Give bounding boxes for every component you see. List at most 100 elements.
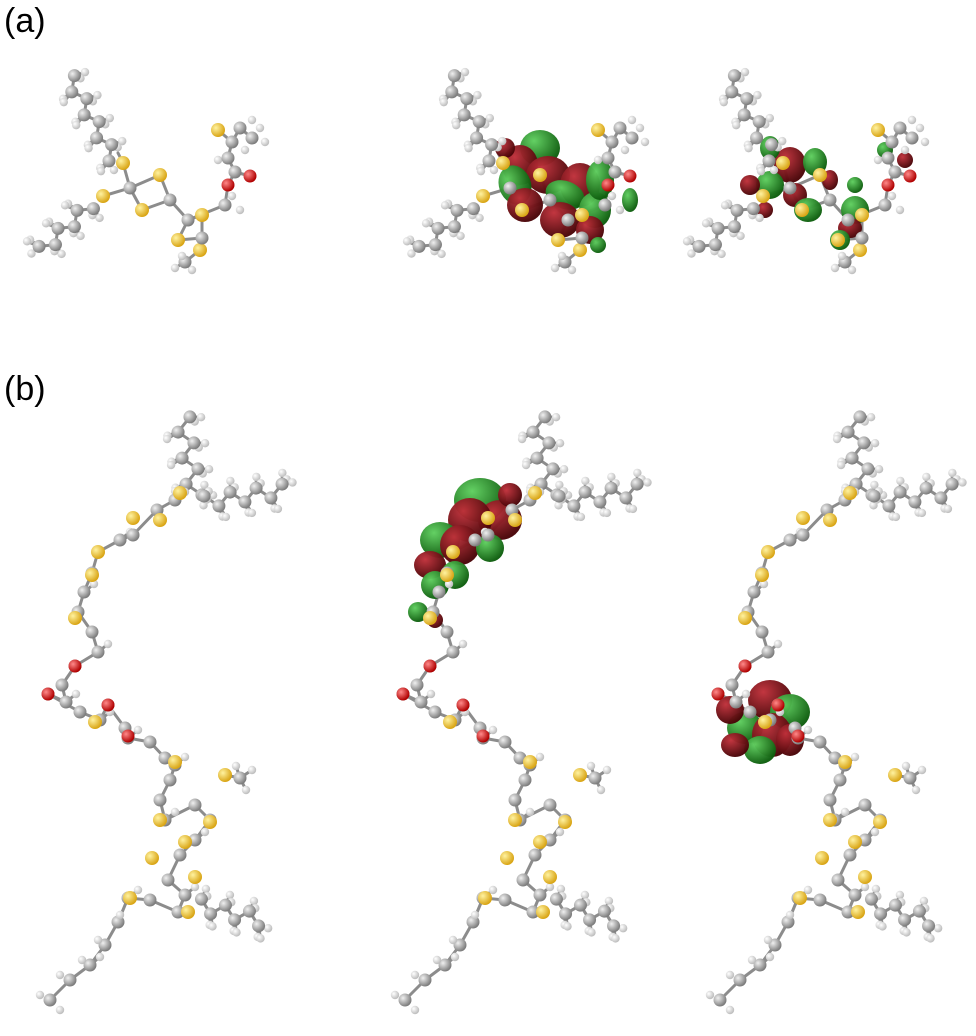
atom-hydrogen	[96, 166, 106, 176]
atom-carbon	[485, 138, 499, 152]
atom-hydrogen	[556, 884, 566, 894]
atom-carbon	[51, 221, 65, 235]
atom-hydrogen	[576, 512, 586, 522]
atom-carbon	[737, 108, 751, 122]
atom-hydrogen	[627, 115, 637, 125]
atom-carbon	[249, 481, 263, 495]
atom-hydrogen	[755, 213, 764, 223]
atom-carbon	[625, 131, 639, 145]
atom-carbon	[414, 695, 428, 709]
atom-carbon	[843, 848, 857, 862]
atom-sulfur	[843, 486, 857, 500]
atom-sulfur	[476, 189, 490, 203]
atom-oxygen	[456, 698, 470, 712]
atom-hydrogen	[840, 807, 850, 817]
atom-carbon	[864, 892, 878, 906]
atom-sulfur	[116, 156, 130, 170]
atom-sulfur	[181, 905, 195, 919]
atom-hydrogen	[109, 165, 119, 175]
atom-carbon	[919, 481, 933, 495]
atom-hydrogen	[717, 249, 726, 259]
atom-hydrogen	[221, 512, 231, 522]
atom-carbon	[598, 198, 612, 212]
atom-carbon	[855, 231, 869, 245]
atom-carbon	[567, 499, 581, 513]
atom-carbon	[867, 489, 881, 503]
atom-hydrogen	[611, 934, 620, 943]
atom-sulfur	[195, 208, 209, 222]
orbital-lobe-negative	[774, 147, 806, 183]
atom-hydrogen	[705, 990, 715, 1000]
atom-sulfur	[481, 511, 495, 525]
atom-carbon	[218, 898, 232, 912]
atom-hydrogen	[196, 413, 206, 422]
atom-carbon	[245, 131, 259, 145]
atom-sulfur	[756, 189, 770, 203]
atom-hydrogen	[850, 752, 860, 762]
atom-hydrogen	[180, 752, 190, 762]
atom-sulfur	[193, 243, 207, 257]
atom-carbon	[228, 165, 242, 179]
atom-carbon	[542, 436, 556, 450]
atom-hydrogen	[555, 480, 564, 490]
atom-hydrogen	[93, 90, 102, 100]
atom-carbon	[874, 907, 888, 921]
atom-carbon	[195, 231, 209, 245]
atom-carbon	[470, 131, 484, 145]
atom-carbon	[91, 645, 105, 659]
atom-carbon	[796, 528, 810, 542]
atom-oxygen	[771, 698, 785, 712]
atom-carbon	[945, 477, 959, 491]
atom-hydrogen	[785, 910, 795, 920]
atom-sulfur	[831, 233, 845, 247]
atom-hydrogen	[874, 465, 884, 474]
atom-carbon	[275, 477, 289, 491]
atom-hydrogen	[432, 955, 442, 965]
atom-carbon	[194, 892, 208, 906]
atom-hydrogen	[593, 155, 603, 165]
atom-hydrogen	[607, 191, 617, 201]
atom-hydrogen	[118, 136, 127, 146]
atom-carbon	[848, 888, 862, 902]
atom-carbon	[912, 904, 926, 918]
atom-hydrogen	[170, 807, 180, 817]
atom-hydrogen	[77, 955, 87, 965]
atom-sulfur	[573, 243, 587, 257]
atom-carbon	[752, 115, 766, 129]
atom-hydrogen	[464, 143, 473, 153]
atom-hydrogen	[741, 689, 751, 699]
atom-oxygen	[791, 729, 805, 743]
atom-hydrogen	[919, 896, 929, 906]
atom-carbon	[85, 625, 99, 639]
atom-carbon	[630, 477, 644, 491]
atom-hydrogen	[103, 639, 113, 649]
atom-hydrogen	[410, 970, 420, 980]
atom-hydrogen	[682, 237, 692, 246]
atom-oxygen	[243, 169, 257, 183]
atom-hydrogen	[76, 231, 85, 241]
atom-sulfur	[536, 905, 550, 919]
atom-hydrogen	[278, 468, 287, 478]
atom-sulfur	[823, 813, 837, 827]
atom-carbon	[55, 678, 69, 692]
atom-carbon	[221, 151, 235, 165]
atom-carbon	[813, 735, 827, 749]
orbital-lobe-positive	[847, 177, 863, 193]
atom-sulfur	[793, 891, 807, 905]
atom-carbon	[552, 489, 566, 503]
atom-carbon	[123, 181, 137, 195]
atom-hydrogen	[620, 145, 630, 155]
atom-sulfur	[838, 755, 852, 769]
atom-carbon	[908, 495, 922, 509]
atom-sulfur	[575, 208, 589, 222]
atom-carbon	[725, 678, 739, 692]
atom-sulfur	[211, 123, 225, 137]
atom-carbon	[593, 495, 607, 509]
atom-sulfur	[823, 513, 837, 527]
atom-oxygen	[423, 659, 437, 673]
atom-carbon	[743, 705, 757, 719]
atom-hydrogen	[580, 890, 590, 900]
atom-hydrogen	[911, 785, 921, 795]
atom-carbon	[77, 108, 91, 122]
atom-carbon	[725, 85, 739, 99]
